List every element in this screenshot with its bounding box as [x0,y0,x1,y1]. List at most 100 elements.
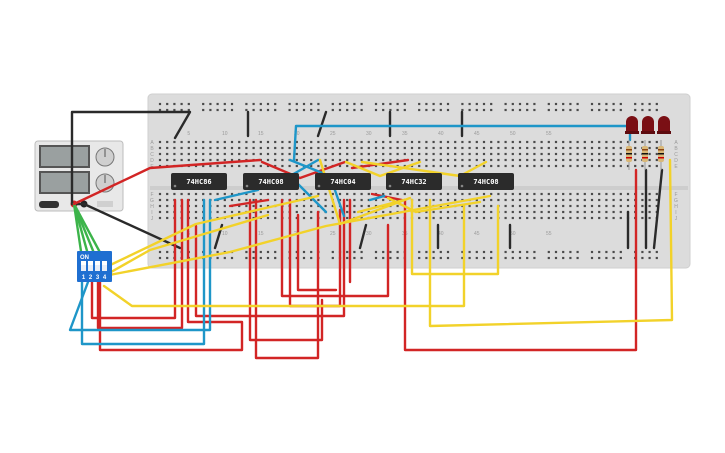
breadboard-hole[interactable] [562,256,565,260]
breadboard-hole[interactable] [468,204,471,208]
breadboard-hole[interactable] [605,152,608,156]
breadboard-hole[interactable] [641,192,644,196]
wire-yellow[interactable] [102,204,466,308]
breadboard-hole[interactable] [454,210,457,214]
breadboard-hole[interactable] [317,102,320,106]
breadboard-hole[interactable] [583,198,586,202]
breadboard-hole[interactable] [590,210,594,214]
breadboard-hole[interactable] [288,140,291,144]
breadboard-hole[interactable] [533,216,536,220]
breadboard-hole[interactable] [331,158,334,162]
breadboard-hole[interactable] [562,108,565,112]
breadboard-hole[interactable] [295,210,298,214]
breadboard-hole[interactable] [475,146,478,150]
breadboard-hole[interactable] [605,164,608,168]
breadboard-hole[interactable] [648,146,651,150]
breadboard-hole[interactable] [302,102,306,106]
breadboard-hole[interactable] [266,108,270,112]
breadboard-hole[interactable] [382,192,385,196]
wire-red[interactable] [98,198,244,352]
breadboard-hole[interactable] [216,152,219,156]
breadboard-hole[interactable] [511,164,514,168]
breadboard-hole[interactable] [317,164,320,168]
breadboard-hole[interactable] [230,102,234,106]
breadboard-hole[interactable] [612,102,615,106]
breadboard-hole[interactable] [259,146,262,150]
breadboard-hole[interactable] [295,152,298,156]
breadboard-hole[interactable] [547,210,550,214]
breadboard-hole[interactable] [324,158,327,162]
breadboard-hole[interactable] [454,198,457,202]
breadboard-hole[interactable] [202,140,205,144]
breadboard-hole[interactable] [166,198,169,202]
breadboard-hole[interactable] [230,164,234,168]
breadboard-hole[interactable] [439,250,442,254]
breadboard-hole[interactable] [547,102,550,106]
breadboard-hole[interactable] [223,256,226,260]
breadboard-hole[interactable] [209,108,212,112]
breadboard-hole[interactable] [274,108,277,112]
breadboard-hole[interactable] [482,198,486,202]
dip-toggle-3[interactable] [95,261,100,271]
breadboard-hole[interactable] [648,204,651,208]
breadboard-hole[interactable] [173,158,176,162]
breadboard-hole[interactable] [461,146,464,150]
breadboard-hole[interactable] [612,198,615,202]
breadboard-hole[interactable] [490,146,493,150]
breadboard-hole[interactable] [187,108,190,112]
breadboard-hole[interactable] [511,256,514,260]
breadboard-hole[interactable] [374,146,378,150]
breadboard-hole[interactable] [166,140,169,144]
breadboard-hole[interactable] [540,198,543,202]
wire-red[interactable] [296,213,338,292]
breadboard-hole[interactable] [396,146,399,150]
breadboard-hole[interactable] [331,192,334,196]
breadboard-hole[interactable] [432,146,435,150]
breadboard-hole[interactable] [158,102,162,106]
breadboard-hole[interactable] [554,204,558,208]
wire-yellow[interactable] [102,194,320,270]
breadboard-hole[interactable] [418,108,421,112]
breadboard-hole[interactable] [454,216,457,220]
breadboard-hole[interactable] [238,158,241,162]
breadboard-hole[interactable] [526,250,529,254]
breadboard-hole[interactable] [482,256,486,260]
breadboard-hole[interactable] [569,152,572,156]
breadboard-hole[interactable] [439,192,442,196]
breadboard-hole[interactable] [324,198,327,202]
breadboard-hole[interactable] [612,108,615,112]
breadboard-hole[interactable] [180,152,183,156]
breadboard-hole[interactable] [590,108,594,112]
breadboard-hole[interactable] [410,158,414,162]
breadboard-hole[interactable] [418,146,421,150]
breadboard-hole[interactable] [223,164,226,168]
breadboard-hole[interactable] [461,140,464,144]
breadboard-hole[interactable] [295,140,298,144]
breadboard-hole[interactable] [238,210,241,214]
breadboard-hole[interactable] [576,152,579,156]
breadboard-hole[interactable] [310,102,313,106]
breadboard-hole[interactable] [396,250,399,254]
breadboard-hole[interactable] [446,216,450,220]
breadboard-hole[interactable] [446,210,450,214]
breadboard-hole[interactable] [547,108,550,112]
breadboard-hole[interactable] [259,164,262,168]
breadboard-hole[interactable] [490,152,493,156]
breadboard-hole[interactable] [590,204,594,208]
breadboard-hole[interactable] [511,108,514,112]
breadboard-hole[interactable] [382,210,385,214]
resistor[interactable] [658,140,664,170]
breadboard-hole[interactable] [439,198,442,202]
breadboard-hole[interactable] [166,146,169,150]
breadboard-hole[interactable] [562,250,565,254]
breadboard-hole[interactable] [446,146,450,150]
breadboard-hole[interactable] [518,152,522,156]
breadboard-hole[interactable] [230,192,234,196]
breadboard-hole[interactable] [389,158,392,162]
breadboard-hole[interactable] [562,216,565,220]
breadboard-hole[interactable] [648,210,651,214]
psu-power-switch[interactable] [39,201,59,208]
breadboard-hole[interactable] [439,210,442,214]
breadboard-hole[interactable] [187,158,190,162]
breadboard-hole[interactable] [497,198,500,202]
